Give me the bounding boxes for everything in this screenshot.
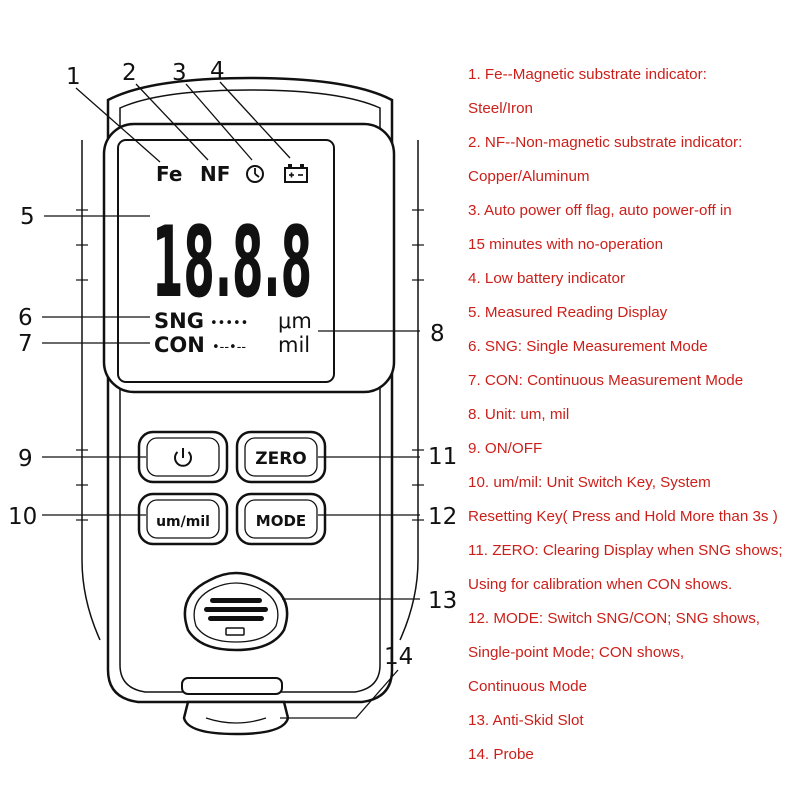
sng-dots: ••••• [210,316,248,331]
callout-2: 2 [122,60,137,86]
description-line: 9. ON/OFF [468,440,543,457]
description-line: 6. SNG: Single Measurement Mode [468,338,708,355]
callout-14: 14 [384,644,413,670]
description-line: Continuous Mode [468,678,588,695]
nf-indicator: NF [200,162,230,186]
power-icon [174,448,192,467]
leader-lines [42,81,420,719]
um-mil-label: um/mil [156,514,210,530]
probe [181,677,290,736]
mode-button[interactable]: MODE [235,492,327,546]
callout-numbers: 1 2 3 4 5 6 7 8 9 10 11 12 13 14 [8,58,457,670]
side-grip-right [399,140,424,641]
description-line: 1. Fe--Magnetic substrate indicator: [468,66,707,83]
callout-13: 13 [428,588,457,614]
um-mil-button[interactable]: um/mil [137,492,229,546]
battery-icon [284,164,308,183]
description-line: 2. NF--Non-magnetic substrate indicator: [468,134,743,151]
description-line: Single-point Mode; CON shows, [468,644,685,661]
zero-label: ZERO [255,449,306,469]
description-line: 13. Anti-Skid Slot [468,712,584,729]
clock-icon [246,165,264,183]
callout-3: 3 [172,60,187,86]
callout-9: 9 [18,446,33,472]
mode-label: MODE [256,512,306,530]
description-line: Resetting Key( Press and Hold More than … [468,508,778,525]
fe-indicator: Fe [156,162,182,186]
callout-1: 1 [66,64,81,90]
unit-um: μm [278,309,312,333]
con-indicator: CON [154,333,205,357]
anti-skid-slot [183,571,289,652]
callout-7: 7 [18,331,33,357]
callout-4: 4 [210,58,225,84]
reading-display: 18.8.8 [152,206,312,320]
description-line: 7. CON: Continuous Measurement Mode [468,372,744,389]
sng-indicator: SNG [154,309,204,333]
callout-8: 8 [430,321,445,347]
description-line: 15 minutes with no-operation [468,236,664,253]
callout-10: 10 [8,504,37,530]
power-button[interactable] [137,430,229,484]
description-line: 12. MODE: Switch SNG/CON; SNG shows, [468,610,761,627]
description-list: 1. Fe--Magnetic substrate indicator: Ste… [468,58,800,772]
lcd-screen: Fe NF 18.8.8 SNG ••••• CON •--•-- μm mil [102,122,396,394]
description-line: 5. Measured Reading Display [468,304,668,321]
description-line: 10. um/mil: Unit Switch Key, System [468,474,711,491]
description-line: 8. Unit: um, mil [468,406,570,423]
zero-button[interactable]: ZERO [235,430,327,484]
callout-12: 12 [428,504,457,530]
description-line: Steel/Iron [468,100,534,117]
description-line: Using for calibration when CON shows. [468,576,733,593]
callout-6: 6 [18,305,33,331]
unit-mil: mil [278,333,310,357]
side-grip-left [76,140,101,641]
description-line: 14. Probe [468,746,534,763]
description-line: 3. Auto power off flag, auto power-off i… [468,202,732,219]
device-body [76,76,424,704]
description-line: 4. Low battery indicator [468,270,626,287]
callout-11: 11 [428,444,457,470]
description-line: 11. ZERO: Clearing Display when SNG show… [468,542,783,559]
con-dots: •--•-- [212,340,246,355]
description-line: Copper/Aluminum [468,168,590,185]
callout-5: 5 [20,204,35,230]
